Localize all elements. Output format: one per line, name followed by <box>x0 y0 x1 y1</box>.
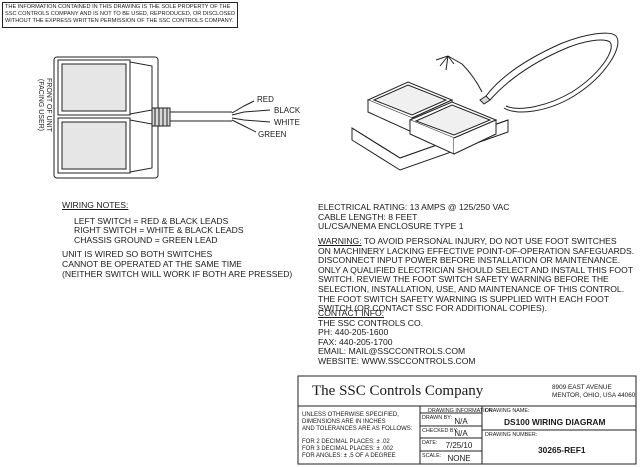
drawn-by-value: N/A <box>454 417 468 426</box>
warning-line: SWITCH. REVIEW THE FOOT SWITCH SAFETY WA… <box>318 274 609 285</box>
checked-by-value: N/A <box>454 429 468 438</box>
wire-label-black: BLACK <box>274 106 301 115</box>
front-label-line-2: (FACING USER) <box>37 78 44 132</box>
wiring-notes: WIRING NOTES: LEFT SWITCH = RED & BLACK … <box>62 200 293 279</box>
lead-red <box>231 100 255 114</box>
wiring-note-line: LEFT SWITCH = RED & BLACK LEADS <box>74 215 229 226</box>
wiring-note-line: CHASSIS GROUND = GREEN LEAD <box>74 234 218 245</box>
tolerance-value: FOR 3 DECIMAL PLACES: ± .002 <box>302 446 394 452</box>
contact-line: FAX: 440-205-1700 <box>318 336 393 347</box>
date-label: DATE: <box>422 440 438 446</box>
contact-info: CONTACT INFO: THE SSC CONTROLS CO. PH: 4… <box>318 308 476 367</box>
company-address: 8909 EAST AVENUE MENTOR, OHIO, USA 44060 <box>552 384 635 400</box>
rating-line: UL/CSA/NEMA ENCLOSURE TYPE 1 <box>318 221 464 232</box>
lead-black <box>231 109 271 116</box>
scale-value: NONE <box>447 454 471 463</box>
contact-line: WEBSITE: WWW.SSCCONTROLS.COM <box>318 355 476 366</box>
wire-label-green: GREEN <box>258 130 287 139</box>
rating-line: ELECTRICAL RATING: 13 AMPS @ 125/250 VAC <box>318 202 510 212</box>
drawing-number-value: 30265-REF1 <box>538 445 586 455</box>
tolerance-notes: UNLESS OTHERWISE SPECIFIED, DIMENSIONS A… <box>302 412 412 460</box>
warning-line: ON MACHINERY LACKING EFFECTIVE POINT-OF-… <box>318 245 635 256</box>
drawing-name-value: DS100 WIRING DIAGRAM <box>504 417 606 427</box>
checked-by-label: CHECKED BY: <box>422 428 459 434</box>
tolerance-value: FOR 2 DECIMAL PLACES: ± .02 <box>302 439 390 445</box>
warning-line: DISCONNECT INPUT POWER BEFORE INSTALLATI… <box>318 255 621 266</box>
scale-label: SCALE: <box>422 453 442 459</box>
tolerance-line: AND TOLERANCES ARE AS FOLLOWS: <box>302 426 413 432</box>
iso-cable-coil <box>485 32 619 113</box>
drawing-information-label: DRAWING INFORMATION <box>428 408 493 414</box>
warning-first-line: TO AVOID PERSONAL INJURY, DO NOT USE FOO… <box>361 236 617 246</box>
proprietary-notice: THE INFORMATION CONTAINED IN THIS DRAWIN… <box>2 2 238 28</box>
company-name: The SSC Controls Company <box>312 383 484 399</box>
wired-note-line: (NEITHER SWITCH WILL WORK IF BOTH ARE PR… <box>62 268 293 279</box>
rating-line: CABLE LENGTH: 8 FEET <box>318 211 418 222</box>
wire-label-red: RED <box>257 95 274 104</box>
warning-line: THE FOOT SWITCH SAFETY WARNING IS SUPPLI… <box>318 293 610 304</box>
drawn-by-label: DRAWN BY: <box>422 415 453 421</box>
title-block-frame <box>297 375 637 465</box>
wiring-note-line: RIGHT SWITCH = WHITE & BLACK LEADS <box>74 225 244 236</box>
drawing-name-label: DRAWING NAME: <box>485 408 530 414</box>
lead-green <box>231 119 257 133</box>
warning-label: WARNING: <box>318 236 362 246</box>
address-line-1: 8909 EAST AVENUE <box>552 384 612 391</box>
warning-line: SELECTION, INSTALLATION, USE, AND MAINTE… <box>318 283 625 294</box>
notice-line-2: SSC CONTROLS COMPANY AND IS NOT TO BE US… <box>5 11 236 17</box>
date-value: 7/25/10 <box>445 441 473 450</box>
electrical-ratings: ELECTRICAL RATING: 13 AMPS @ 125/250 VAC… <box>318 202 510 232</box>
notice-line-1: THE INFORMATION CONTAINED IN THIS DRAWIN… <box>5 4 231 10</box>
contact-line: THE SSC CONTROLS CO. <box>318 317 424 328</box>
wired-note-line: UNIT IS WIRED SO BOTH SWITCHES <box>62 249 213 260</box>
top-view-footswitch <box>53 56 271 179</box>
top-view-strain-relief <box>151 107 171 127</box>
contact-line: EMAIL: MAIL@SSCCONTROLS.COM <box>318 346 466 357</box>
safety-warning: WARNING: TO AVOID PERSONAL INJURY, DO NO… <box>318 236 635 314</box>
warning-line: ONLY A QUALIFIED ELECTRICIAN SHOULD SELE… <box>318 264 634 275</box>
isometric-footswitch <box>351 32 619 171</box>
lead-white <box>231 117 271 123</box>
drawing-number-label: DRAWING NUMBER: <box>485 432 538 438</box>
tolerance-line: UNLESS OTHERWISE SPECIFIED, <box>302 412 399 418</box>
tolerance-line: DIMENSIONS ARE IN INCHES <box>302 419 386 425</box>
front-of-unit-label: FRONT OF UNIT (FACING USER) <box>36 78 52 132</box>
notice-line-3: WITHOUT THE EXPRESS WRITTEN PERMISSION O… <box>5 18 234 24</box>
contact-line: PH: 440-205-1600 <box>318 327 389 338</box>
address-line-2: MENTOR, OHIO, USA 44060 <box>552 392 636 399</box>
contact-heading: CONTACT INFO: <box>318 308 385 318</box>
wired-note-line: CANNOT BE OPERATED AT THE SAME TIME <box>62 258 243 269</box>
warning-line: SWITCH (OR CONTACT SSC FOR ADDITIONAL CO… <box>318 303 548 314</box>
wire-label-white: WHITE <box>274 118 300 127</box>
front-label-line-1: FRONT OF UNIT <box>45 78 52 132</box>
wiring-notes-heading: WIRING NOTES: <box>62 200 129 210</box>
tolerance-value: FOR ANGLES: ± .5 OF A DEGREE <box>302 453 396 459</box>
